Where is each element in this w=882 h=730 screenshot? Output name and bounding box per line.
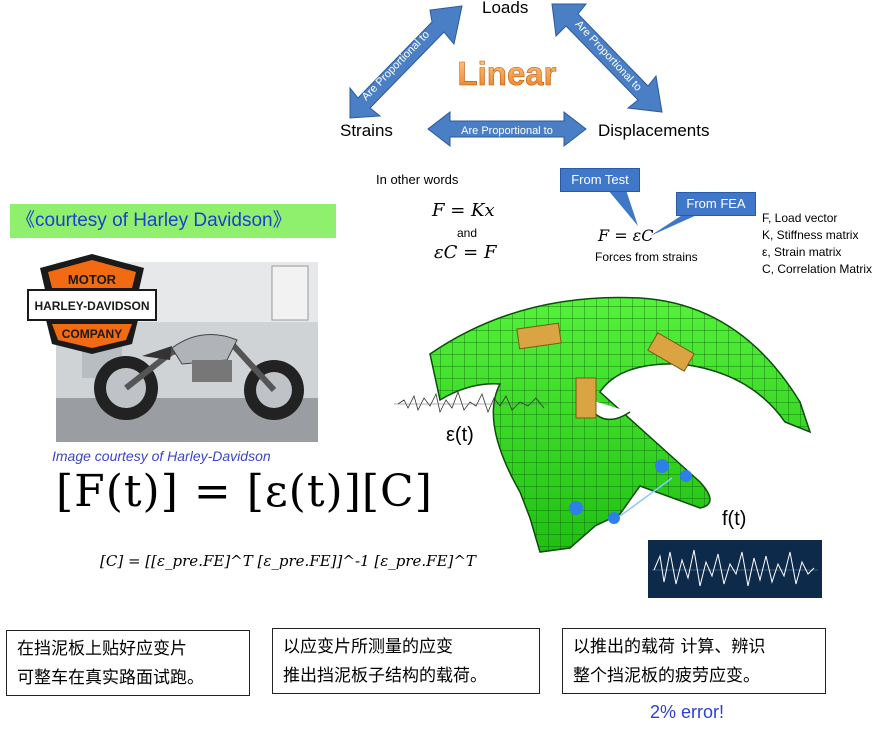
fea-fender-model <box>394 296 812 553</box>
node-loads: Loads <box>482 0 529 17</box>
equation-correlation: εC = F <box>434 242 497 263</box>
load-points <box>569 459 692 524</box>
step-box-3: 以推出的载荷 计算、辨识 整个挡泥板的疲劳应变。 <box>562 628 826 694</box>
strain-label: ε(t) <box>446 424 474 446</box>
logo-company-text: COMPANY <box>62 327 122 341</box>
legend: F, Load vector K, Stiffness matrix ε, St… <box>762 210 872 278</box>
legend-strain: ε, Strain matrix <box>762 245 842 259</box>
forces-from-strains: Forces from strains <box>595 250 698 264</box>
logo-name-text: HARLEY-DAVIDSON <box>34 299 149 313</box>
node-displacements: Displacements <box>598 121 710 140</box>
small-formula: [C] = [[ε_pre.FE]^T [ε_pre.FE]]^-1 [ε_pr… <box>100 552 476 570</box>
legend-correlation: C, Correlation Matrix <box>762 262 873 276</box>
arrow-strains-displacements: Are Proportional to <box>427 110 587 148</box>
arrow-label-left: Are Proportional to <box>360 29 432 103</box>
callout-test-tail <box>608 190 638 226</box>
callout-from-fea: From FEA <box>676 192 756 216</box>
error-note: 2% error! <box>650 702 725 722</box>
arrow-label-right: Are Proportional to <box>573 18 644 93</box>
force-label: f(t) <box>722 508 747 530</box>
in-other-words: In other words <box>376 172 459 187</box>
arrow-loads-displacements: Are Proportional to <box>551 3 663 113</box>
proportionality-diagram: Are Proportional to Are Proportional to … <box>349 3 708 236</box>
motorcycle-photo: MOTOR HARLEY-DAVIDSON COMPANY <box>27 254 318 442</box>
big-formula: [F(t)] = [ε(t)][C] <box>56 466 433 517</box>
equation-stiffness: F = Kx <box>432 200 495 221</box>
arrow-loads-strains: Are Proportional to <box>349 5 463 119</box>
legend-stiffness: K, Stiffness matrix <box>762 228 859 242</box>
callout-fea-tail <box>650 210 708 236</box>
strain-signal <box>397 390 545 414</box>
equation-forces: F = εC <box>598 226 654 245</box>
courtesy-banner: 《courtesy of Harley Davidson》 <box>10 204 336 238</box>
linear-label: Linear <box>457 55 556 92</box>
force-signal-panel <box>648 540 822 598</box>
step-box-1: 在挡泥板上贴好应变片 可整车在真实路面试跑。 <box>6 630 250 696</box>
logo-motor-text: MOTOR <box>68 272 117 287</box>
and-label: and <box>457 226 478 240</box>
image-caption: Image courtesy of Harley-Davidson <box>52 448 271 464</box>
strain-gauges <box>516 322 695 419</box>
harley-logo: MOTOR HARLEY-DAVIDSON COMPANY <box>27 254 157 354</box>
callout-from-test: From Test <box>560 168 640 192</box>
arrow-label-bottom: Are Proportional to <box>461 125 553 137</box>
fender-shape <box>429 296 812 553</box>
node-strains: Strains <box>340 121 393 140</box>
legend-load-vector: F, Load vector <box>762 211 838 225</box>
step-box-2: 以应变片所测量的应变 推出挡泥板子结构的载荷。 <box>272 628 540 694</box>
